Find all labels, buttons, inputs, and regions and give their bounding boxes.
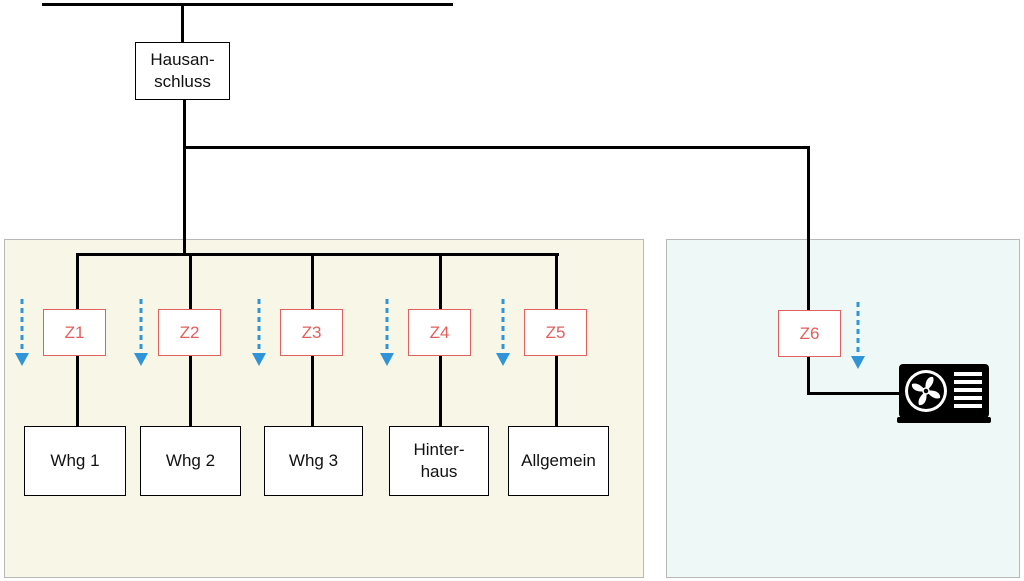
unit-label-whg3: Whg 3: [288, 451, 339, 470]
arrow-down-icon: [134, 299, 148, 366]
arrow-down-icon: [380, 299, 394, 366]
meter-z4-label: Z4: [429, 322, 450, 342]
unit-label-hinterhaus-line2: haus: [420, 462, 458, 481]
unit-label-whg2: Whg 2: [165, 451, 216, 470]
meter-z5-label: Z5: [545, 322, 566, 342]
meter-z6: Z6: [778, 310, 841, 357]
meter-z6-label: Z6: [799, 323, 820, 343]
house-connection-box: Hausan- schluss: [135, 42, 230, 100]
meter-z4: Z4: [408, 309, 471, 356]
meter-z2-label: Z2: [179, 322, 200, 342]
grid-supply-line: [42, 3, 453, 6]
meter-z1-label: Z1: [64, 322, 85, 342]
house-connection-label-line1: Hausan-: [150, 50, 215, 69]
unit-box-allgemein: Allgemein: [508, 426, 609, 496]
supply-drop-line: [181, 5, 184, 43]
unit-box-hinterhaus: Hinter- haus: [389, 426, 489, 496]
heat-pump-feed-line: [183, 146, 810, 149]
heat-pump-line-horizontal: [807, 392, 902, 395]
heat-pump-line-vertical: [807, 355, 810, 395]
unit-label-whg1: Whg 1: [50, 451, 100, 470]
arrow-down-icon: [851, 302, 865, 369]
unit-box-whg2: Whg 2: [140, 426, 241, 496]
unit-line-whg3: [311, 355, 314, 427]
meter-z3-label: Z3: [301, 322, 322, 342]
unit-box-whg3: Whg 3: [264, 426, 363, 496]
unit-line-allgemein: [555, 355, 558, 427]
branch-line-z5: [555, 253, 558, 310]
unit-box-whg1: Whg 1: [24, 426, 126, 496]
unit-line-whg2: [189, 355, 192, 427]
meter-z2: Z2: [158, 309, 221, 356]
meter-z3: Z3: [280, 309, 343, 356]
heat-pump-icon: [897, 364, 991, 423]
unit-line-whg1: [76, 355, 79, 427]
unit-label-hinterhaus-line1: Hinter-: [413, 440, 465, 459]
branch-line-z2: [189, 253, 192, 310]
heat-pump-feed-drop: [807, 146, 810, 311]
arrow-down-icon: [15, 299, 29, 366]
building-area: [4, 239, 644, 578]
arrow-down-icon: [496, 299, 510, 366]
branch-line-z3: [311, 253, 314, 310]
main-trunk-line: [183, 99, 186, 256]
branch-line-z1: [76, 253, 79, 310]
meter-z5: Z5: [524, 309, 587, 356]
meter-z1: Z1: [43, 309, 106, 356]
unit-label-allgemein: Allgemein: [521, 451, 596, 470]
unit-line-hinterhaus: [439, 355, 442, 427]
distribution-bus: [76, 253, 559, 256]
branch-line-z4: [439, 253, 442, 310]
arrow-down-icon: [252, 299, 266, 366]
house-connection-label-line2: schluss: [154, 72, 211, 91]
